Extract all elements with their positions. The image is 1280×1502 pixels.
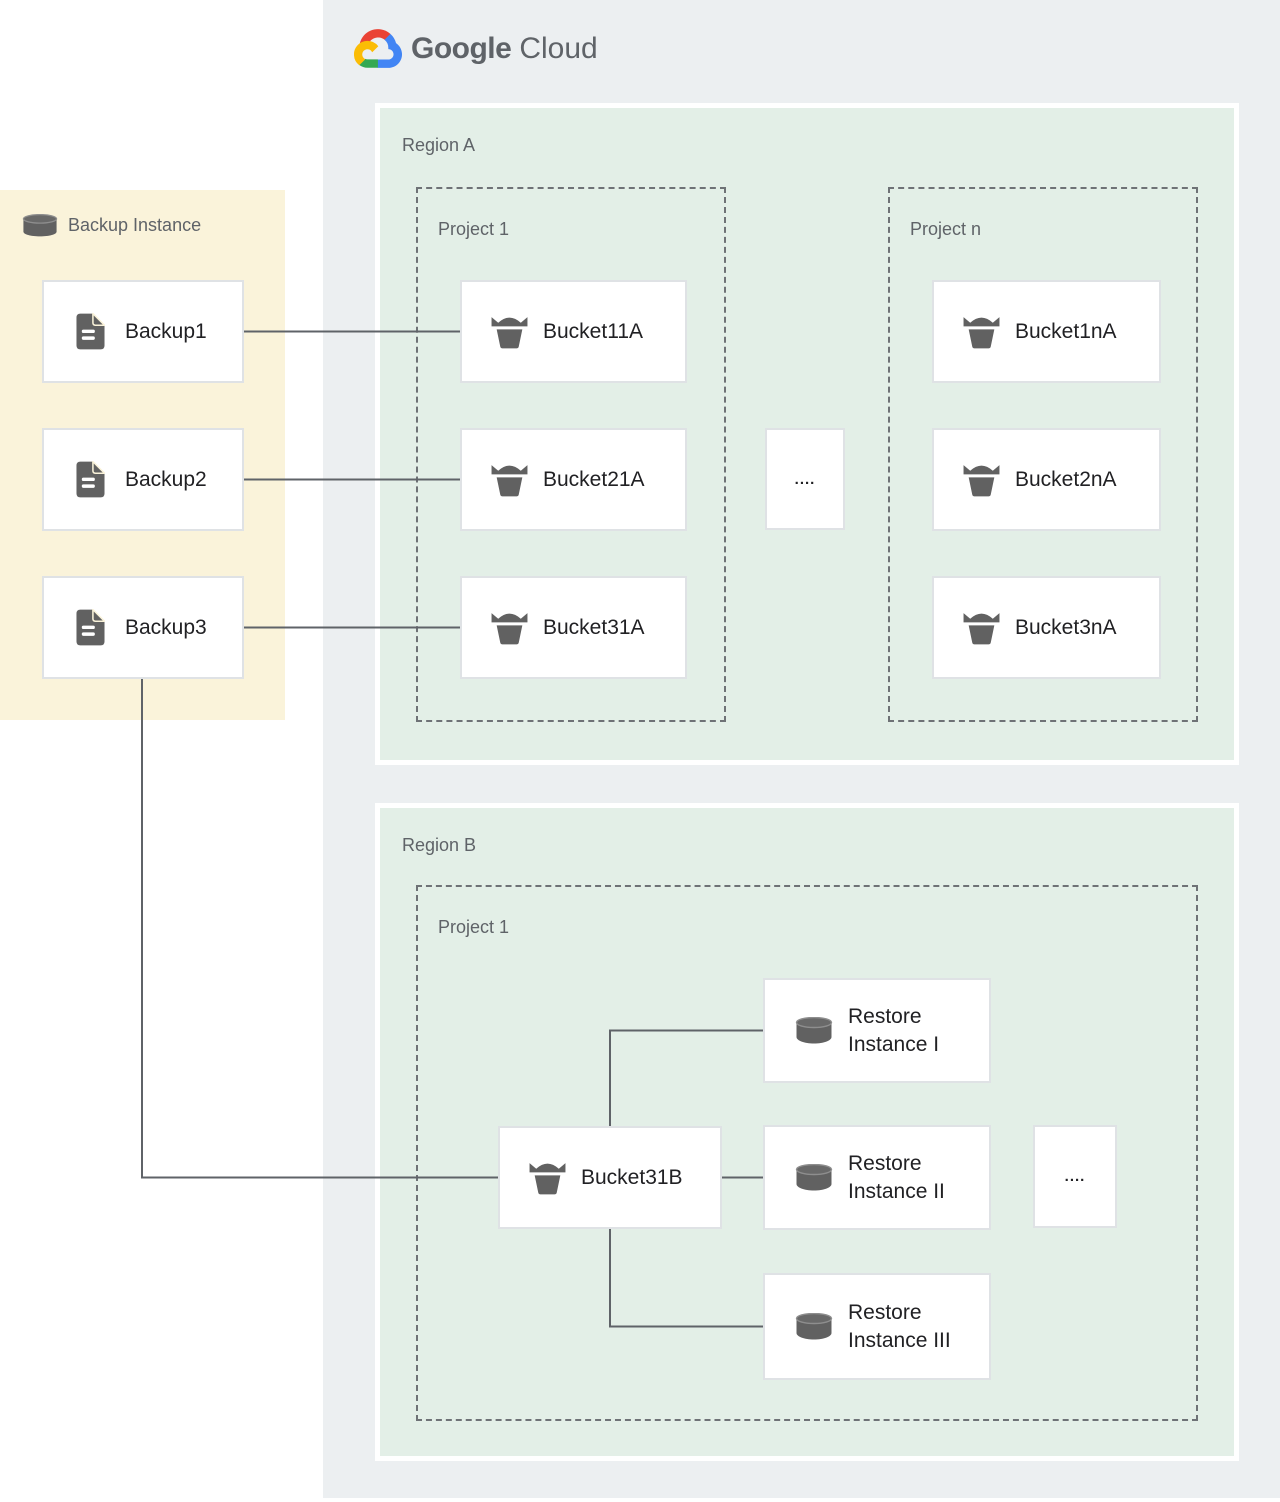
project-1-region-a: Project 1 (416, 187, 726, 722)
bucket-icon (490, 611, 529, 645)
google-cloud-logo: Google Cloud (354, 29, 598, 68)
region-a-label: Region A (402, 135, 476, 155)
document-icon (76, 609, 105, 646)
ellipsis-box-region-b: .... (1033, 1125, 1117, 1228)
restore-line1: Restore (848, 1300, 922, 1324)
bucket-icon (528, 1161, 567, 1195)
project-1a-label: Project 1 (438, 219, 510, 239)
backup-instance-header: Backup Instance (22, 214, 201, 237)
bucket-icon (490, 463, 529, 497)
database-icon (795, 1164, 833, 1191)
backup2-label: Backup2 (125, 467, 207, 491)
bucket3na-node: Bucket3nA (932, 576, 1161, 679)
database-icon (22, 214, 58, 237)
project-1b-label: Project 1 (438, 917, 510, 937)
restore-line2: Instance I (848, 1032, 940, 1056)
project-n-region-a: Project n (888, 187, 1198, 722)
bucket31a-label: Bucket31A (543, 615, 645, 639)
bucket-icon (962, 463, 1001, 497)
bucket2na-node: Bucket2nA (932, 428, 1161, 531)
backup1-label: Backup1 (125, 319, 207, 343)
bucket31b-node: Bucket31B (498, 1126, 722, 1229)
database-icon (795, 1017, 833, 1044)
bucket1na-label: Bucket1nA (1015, 319, 1117, 343)
bucket11a-label: Bucket11A (543, 319, 644, 343)
ellipsis-label: .... (794, 470, 816, 488)
logo-text-google: Google (411, 31, 512, 65)
document-icon (76, 461, 105, 498)
bucket21a-label: Bucket21A (543, 467, 645, 491)
ellipsis-box-region-a: .... (765, 428, 845, 530)
bucket21a-node: Bucket21A (460, 428, 687, 531)
restore-line1: Restore (848, 1004, 922, 1028)
backup3-label: Backup3 (125, 615, 207, 639)
restore-line1: Restore (848, 1151, 922, 1175)
backup-instance-title: Backup Instance (68, 215, 202, 235)
bucket1na-node: Bucket1nA (932, 280, 1161, 383)
logo-text-cloud: Cloud (519, 31, 598, 65)
bucket31b-label: Bucket31B (581, 1165, 683, 1189)
project-na-label: Project n (910, 219, 982, 239)
bucket2na-label: Bucket2nA (1015, 467, 1117, 491)
document-icon (76, 313, 105, 350)
bucket11a-node: Bucket11A (460, 280, 687, 383)
bucket-icon (490, 315, 529, 349)
bucket31a-node: Bucket31A (460, 576, 687, 679)
restore-line2: Instance III (848, 1328, 951, 1352)
backup1-node: Backup1 (42, 280, 244, 383)
database-icon (795, 1313, 833, 1340)
backup2-node: Backup2 (42, 428, 244, 531)
backup3-node: Backup3 (42, 576, 244, 679)
bucket3na-label: Bucket3nA (1015, 615, 1117, 639)
ellipsis-label: .... (1064, 1168, 1086, 1185)
google-cloud-icon (354, 29, 402, 68)
bucket-icon (962, 315, 1001, 349)
bucket-icon (962, 611, 1001, 645)
region-b-label: Region B (402, 835, 477, 855)
restore-line2: Instance II (848, 1179, 945, 1203)
